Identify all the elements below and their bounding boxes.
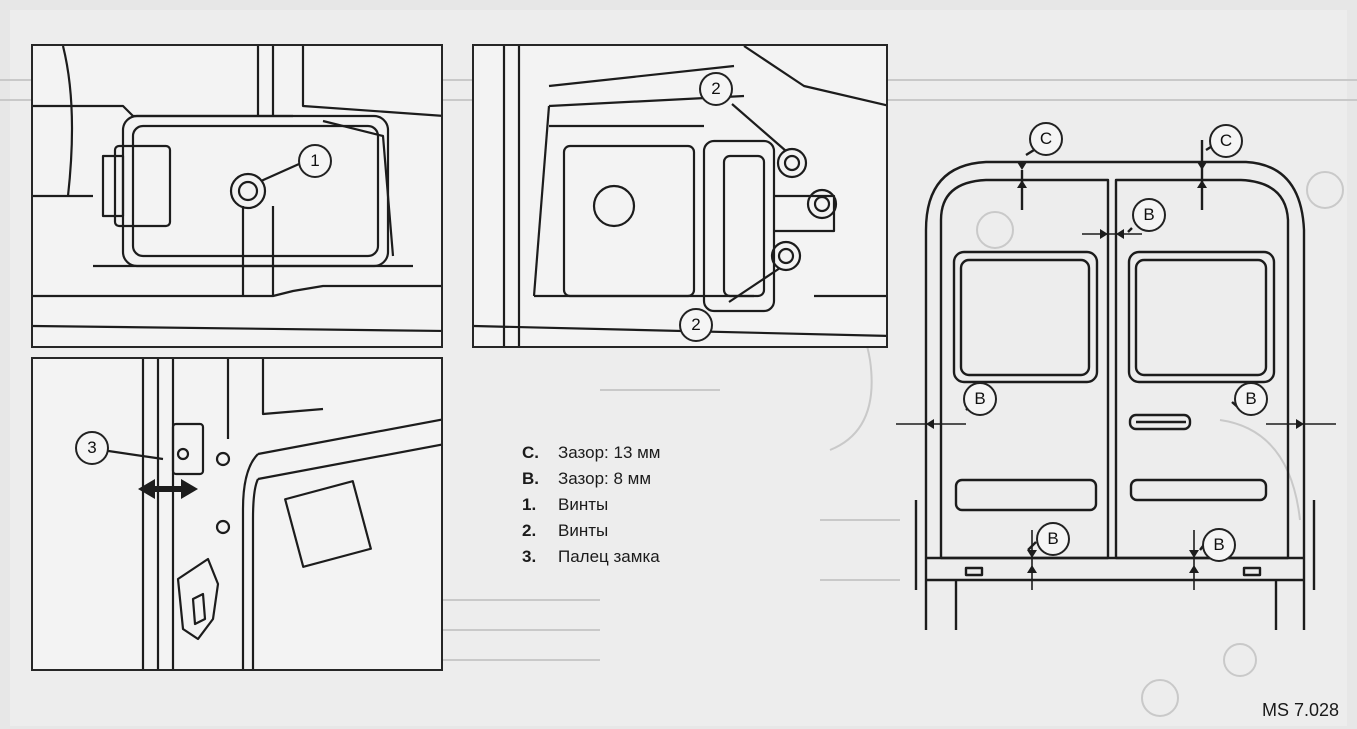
callout-2-top: 2 — [699, 72, 733, 106]
hinge-drawing — [474, 46, 886, 346]
callout-b-center: B — [1132, 198, 1166, 232]
callout-b-bottom-left: B — [1036, 522, 1070, 556]
callout-b-bottom-right: B — [1202, 528, 1236, 562]
legend: C. Зазор: 13 мм B. Зазор: 8 мм 1. Винты … — [522, 440, 661, 570]
callout-3: 3 — [75, 431, 109, 465]
panel-lock-pin-3: 3 — [31, 357, 443, 671]
callout-c-left: C — [1029, 122, 1063, 156]
callout-b-left: B — [963, 382, 997, 416]
rear-doors-view: C C B B B B B — [896, 110, 1336, 650]
legend-item-c: C. Зазор: 13 мм — [522, 443, 661, 462]
panel-hinge-screw-1: 1 — [31, 44, 443, 348]
callout-1: 1 — [298, 144, 332, 178]
callout-c-right: C — [1209, 124, 1243, 158]
rear-doors-drawing — [896, 140, 1336, 630]
legend-item-b: B. Зазор: 8 мм — [522, 469, 652, 488]
lock-pin-drawing — [94, 359, 441, 669]
legend-item-1: 1. Винты — [522, 495, 609, 514]
callout-b-right: B — [1234, 382, 1268, 416]
hinge-plate-drawing — [33, 46, 441, 333]
legend-item-2: 2. Винты — [522, 521, 609, 540]
callout-2-bottom: 2 — [679, 308, 713, 342]
figure-code: MS 7.028 — [1261, 700, 1339, 720]
legend-item-3: 3. Палец замка — [522, 547, 660, 566]
panel-hinge-screws-2: 2 2 — [472, 44, 888, 348]
